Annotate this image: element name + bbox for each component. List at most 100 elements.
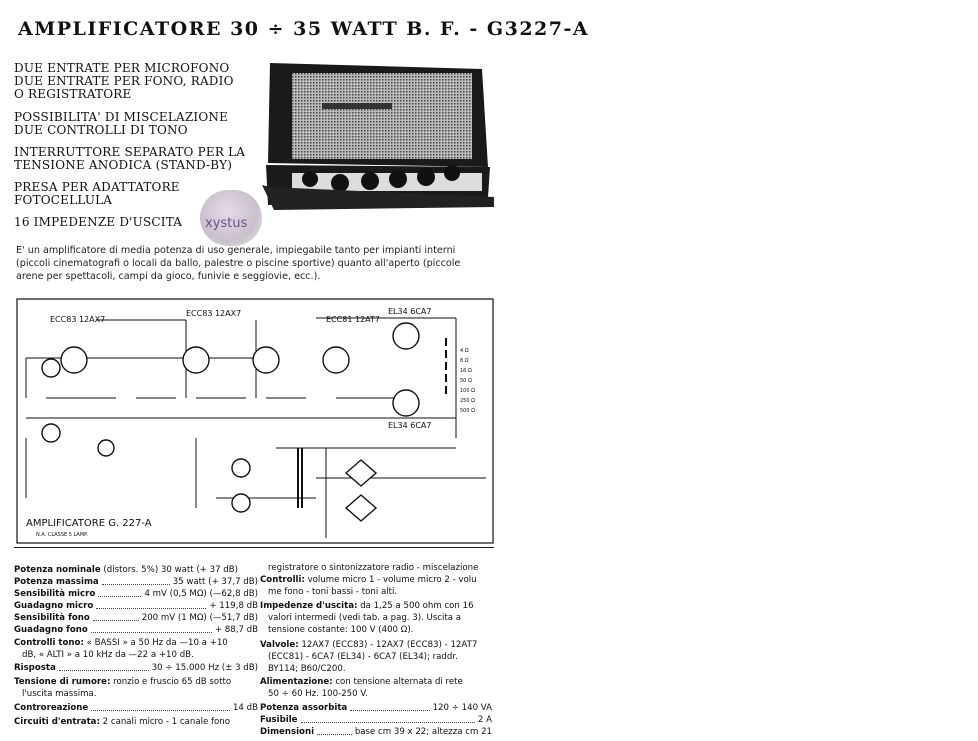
feature-line: PRESA PER ADATTATORE bbox=[14, 180, 180, 194]
output-tap-label: 100 Ω bbox=[460, 388, 475, 394]
feature-line: DUE ENTRATE PER MICROFONO bbox=[14, 61, 230, 75]
spec-row: Controlli tono: « BASSI » a 50 Hz da —10… bbox=[14, 637, 258, 661]
spec-value: registratore o sintonizzatore radio - mi… bbox=[268, 563, 479, 573]
spec-label: Sensibilità fono bbox=[14, 613, 90, 623]
tube-socket bbox=[231, 493, 251, 513]
spec-label: Potenza assorbita bbox=[260, 703, 348, 713]
spec-row: Guadagno micro+ 119,8 dB bbox=[14, 600, 258, 612]
tube-label: ECC81 12AT7 bbox=[326, 315, 380, 324]
spec-value-cont: (ECC81) - 6CA7 (EL34) - 6CA7 (EL34); rad… bbox=[268, 652, 458, 662]
divider bbox=[14, 547, 494, 548]
spec-row: Potenza nominale (distors. 5%) 30 watt (… bbox=[14, 564, 258, 576]
spec-value: 35 watt (+ 37,7 dB) bbox=[172, 577, 258, 587]
spec-value-cont: me fono - toni bassi - toni alti. bbox=[268, 587, 398, 597]
spec-row: Potenza massima 35 watt (+ 37,7 dB) bbox=[14, 576, 258, 588]
spec-label: Sensibilità micro bbox=[14, 589, 96, 599]
schematic-subcaption: N.A. CLASSE 5 LAMP. bbox=[36, 532, 88, 538]
spec-row: Impedenze d'uscita: da 1,25 a 500 ohm co… bbox=[260, 600, 492, 636]
schematic-border bbox=[16, 298, 494, 544]
output-tap-label: 8 Ω bbox=[460, 358, 469, 364]
spec-label: Controlli tono: bbox=[14, 638, 84, 648]
output-tap-label: 250 Ω bbox=[460, 398, 475, 404]
spec-value: 2 A bbox=[477, 715, 492, 725]
spec-row: Controlli: volume micro 1 - volume micro… bbox=[260, 574, 492, 598]
spec-row: Valvole: 12AX7 (ECC83) - 12AX7 (ECC83) -… bbox=[260, 639, 492, 675]
spec-label: Controreazione bbox=[14, 703, 89, 713]
spec-value: (distors. 5%) 30 watt (+ 37 dB) bbox=[103, 565, 238, 575]
output-tap-label: 500 Ω bbox=[460, 408, 475, 414]
tube-v5 bbox=[392, 389, 420, 417]
spec-value-cont: BY114; B60/C200. bbox=[268, 664, 346, 674]
spec-value: da 1,25 a 500 ohm con 16 bbox=[360, 601, 474, 611]
circuit-schematic: ECC83 12AX7 ECC83 12AX7 ECC81 12AT7 EL34… bbox=[16, 298, 494, 544]
spec-row: registratore o sintonizzatore radio - mi… bbox=[260, 562, 500, 574]
bridge-rectifier bbox=[344, 494, 378, 522]
spec-value-cont: dB, « ALTI » a 10 kHz da —22 a +10 dB. bbox=[22, 650, 194, 660]
spec-label: Potenza massima bbox=[14, 577, 99, 587]
tube-label: ECC83 12AX7 bbox=[50, 315, 105, 324]
feature-line: DUE ENTRATE PER FONO, RADIO bbox=[14, 74, 234, 88]
tube-socket bbox=[231, 458, 251, 478]
spec-value: 12AX7 (ECC83) - 12AX7 (ECC83) - 12AT7 bbox=[301, 640, 478, 650]
spec-row: Fusibile 2 A bbox=[260, 714, 492, 726]
amplifier-photo bbox=[262, 63, 494, 210]
spec-label: Potenza nominale bbox=[14, 565, 101, 575]
spec-value: 2 canali micro - 1 canale fono bbox=[102, 717, 231, 727]
spec-value: 30 ÷ 15.000 Hz (± 3 dB) bbox=[151, 663, 258, 673]
spec-row: Sensibilità micro 4 mV (0,5 MΩ) (—62,8 dB… bbox=[14, 588, 258, 600]
spec-label: Alimentazione: bbox=[260, 677, 333, 687]
spec-label: Guadagno fono bbox=[14, 625, 88, 635]
spec-label: Impedenze d'uscita: bbox=[260, 601, 358, 611]
tube-label: EL34 6CA7 bbox=[388, 421, 431, 430]
watermark-text: xystus bbox=[205, 216, 248, 231]
tube-v2 bbox=[182, 346, 210, 374]
intro-line: (piccoli cinematografi o locali da ballo… bbox=[16, 258, 461, 269]
tube-v4 bbox=[392, 322, 420, 350]
spec-value: base cm 39 x 22; altezza cm 21 bbox=[354, 727, 492, 737]
feature-line: DUE CONTROLLI DI TONO bbox=[14, 123, 188, 137]
spec-value-cont: valori intermedi (vedi tab. a pag. 3). U… bbox=[268, 613, 462, 623]
input-jack bbox=[97, 439, 115, 457]
spec-row: Sensibilità fono 200 mV (1 MΩ) (—51,7 dB) bbox=[14, 612, 258, 624]
input-jack bbox=[41, 423, 61, 443]
spec-value-cont: l'uscita massima. bbox=[22, 689, 97, 699]
spec-row: Circuiti d'entrata: 2 canali micro - 1 c… bbox=[14, 716, 258, 728]
output-tap-label: 50 Ω bbox=[460, 378, 472, 384]
schematic-caption: AMPLIFICATORE G. 227-A bbox=[26, 518, 152, 529]
spec-value: + 119,8 dB bbox=[209, 601, 258, 611]
spec-row: Tensione di rumore: ronzio e fruscio 65 … bbox=[14, 676, 258, 700]
spec-value: con tensione alternata di rete bbox=[335, 677, 463, 687]
spec-value-cont: tensione costante: 100 V (400 Ω). bbox=[268, 625, 414, 635]
spec-label: Controlli: bbox=[260, 575, 305, 585]
feature-line: POSSIBILITA' DI MISCELAZIONE bbox=[14, 110, 229, 124]
spec-label: Fusibile bbox=[260, 715, 298, 725]
spec-label: Risposta bbox=[14, 663, 56, 673]
spec-row: Alimentazione: con tensione alternata di… bbox=[260, 676, 492, 700]
spec-row: Potenza assorbita 120 ÷ 140 VA bbox=[260, 702, 492, 714]
watermark-logo: xystus bbox=[200, 190, 262, 246]
intro-paragraph: E' un amplificatore di media potenza di … bbox=[16, 244, 494, 283]
feature-line: INTERRUTTORE SEPARATO PER LA bbox=[14, 145, 246, 159]
spec-label: Circuiti d'entrata: bbox=[14, 717, 100, 727]
bridge-rectifier bbox=[344, 459, 378, 487]
spec-row: Controreazione 14 dB bbox=[14, 702, 258, 714]
intro-line: arene per spettacoli, campi da gioco, fu… bbox=[16, 271, 321, 282]
tube-label: EL34 6CA7 bbox=[388, 307, 431, 316]
spec-value: « BASSI » a 50 Hz da —10 a +10 bbox=[86, 638, 228, 648]
spec-value: 14 dB bbox=[232, 703, 258, 713]
output-tap-label: 16 Ω bbox=[460, 368, 472, 374]
spec-value: 4 mV (0,5 MΩ) (—62,8 dB) bbox=[144, 589, 258, 599]
spec-value: 120 ÷ 140 VA bbox=[432, 703, 492, 713]
tube-label: ECC83 12AX7 bbox=[186, 309, 241, 318]
spec-value: 200 mV (1 MΩ) (—51,7 dB) bbox=[141, 613, 258, 623]
tube-v3 bbox=[322, 346, 350, 374]
spec-row: Risposta 30 ÷ 15.000 Hz (± 3 dB) bbox=[14, 662, 258, 674]
spec-label: Tensione di rumore: bbox=[14, 677, 111, 687]
tube-v2b bbox=[252, 346, 280, 374]
output-tap-label: 4 Ω bbox=[460, 348, 469, 354]
tube-v1 bbox=[60, 346, 88, 374]
spec-label: Valvole: bbox=[260, 640, 299, 650]
spec-value-cont: 50 ÷ 60 Hz. 100-250 V. bbox=[268, 689, 368, 699]
feature-line: FOTOCELLULA bbox=[14, 193, 113, 207]
